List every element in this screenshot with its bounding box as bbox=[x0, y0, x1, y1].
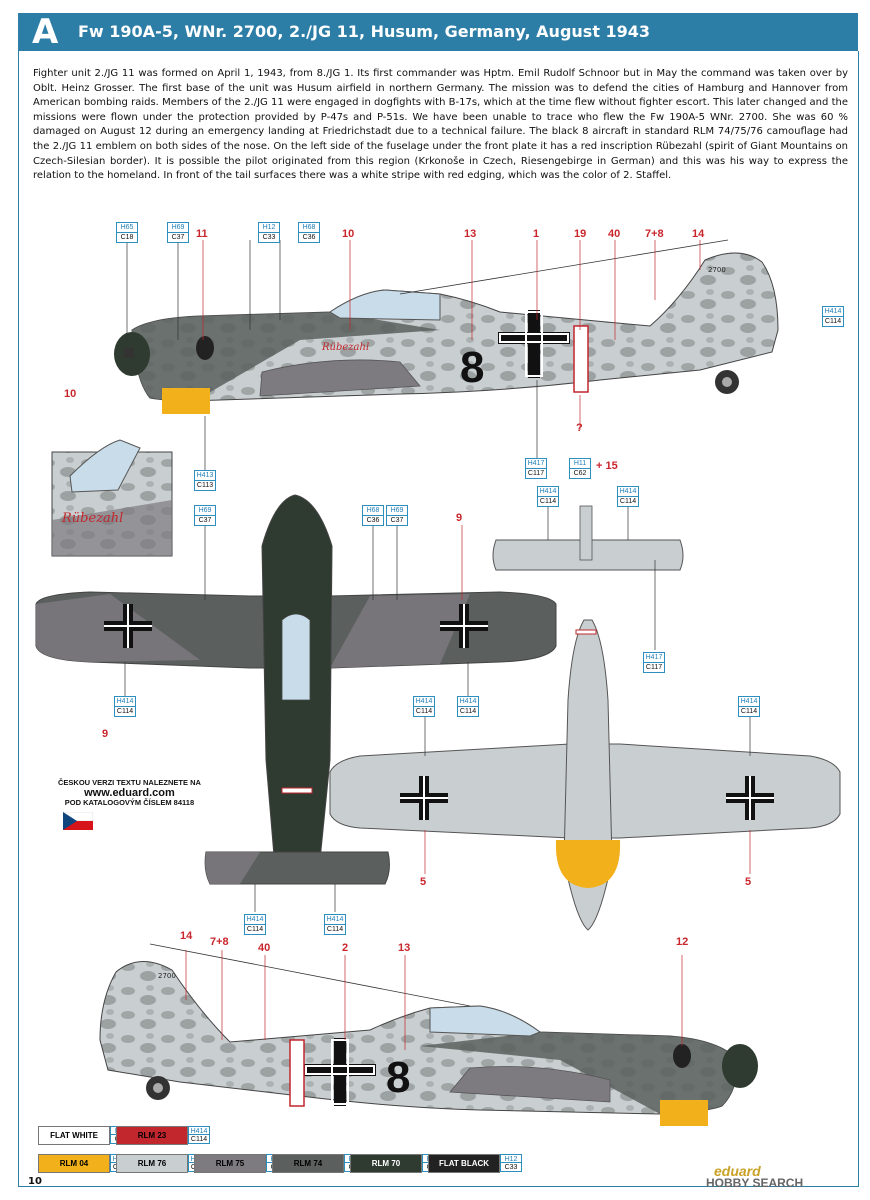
profile-letter: A bbox=[32, 12, 59, 52]
callout-9-left: 9 bbox=[102, 728, 109, 740]
callout-12: 12 bbox=[676, 936, 689, 948]
callout-40-bottom: 40 bbox=[258, 942, 271, 954]
eduard-logo: eduard bbox=[714, 1163, 761, 1179]
callout-1: 1 bbox=[533, 228, 540, 240]
leader-lines bbox=[124, 240, 751, 1050]
callout-5-right: 5 bbox=[745, 876, 752, 888]
fuselage-number-bottom: 8 bbox=[386, 1053, 410, 1102]
callout-question: ? bbox=[576, 422, 583, 434]
czech-note-url[interactable]: www.eduard.com bbox=[84, 787, 175, 799]
profile-title: Fw 190A-5, WNr. 2700, 2./JG 11, Husum, G… bbox=[78, 22, 651, 41]
callout-7-8: 7+8 bbox=[645, 228, 664, 240]
callout-plus-15: + 15 bbox=[596, 460, 618, 472]
callout-5-left: 5 bbox=[420, 876, 427, 888]
fuselage-number-top: 8 bbox=[460, 343, 484, 392]
history-text: Fighter unit 2./JG 11 was formed on Apri… bbox=[33, 68, 848, 182]
czech-flag-icon bbox=[63, 812, 93, 830]
top-view bbox=[35, 494, 557, 885]
page-number: 10 bbox=[28, 1176, 42, 1187]
werknummer-bottom: 2700 bbox=[158, 972, 176, 980]
werknummer-top: 2700 bbox=[708, 266, 726, 274]
callout-14-bottom: 14 bbox=[180, 930, 193, 942]
callout-40: 40 bbox=[608, 228, 621, 240]
inscription-top: Rübezahl bbox=[321, 342, 369, 353]
watermark: HOBBY SEARCH bbox=[706, 1176, 804, 1190]
czech-note: ČESKOU VERZI TEXTU NALEZNETE NA www.edua… bbox=[58, 778, 201, 807]
callout-14: 14 bbox=[692, 228, 705, 240]
profile-header: A Fw 190A-5, WNr. 2700, 2./JG 11, Husum,… bbox=[18, 13, 858, 51]
side-profile-right bbox=[99, 943, 758, 1126]
inscription-inset: Rübezahl bbox=[61, 511, 123, 526]
callout-19: 19 bbox=[574, 228, 587, 240]
callout-2: 2 bbox=[342, 942, 349, 954]
inset-detail bbox=[51, 439, 173, 557]
callout-7-8-bottom: 7+8 bbox=[210, 936, 229, 948]
bottom-view bbox=[329, 505, 841, 931]
page-frame bbox=[18, 51, 859, 1187]
callout-10-inset: 10 bbox=[64, 388, 77, 400]
callout-13-bottom: 13 bbox=[398, 942, 411, 954]
callout-13: 13 bbox=[464, 228, 477, 240]
callout-11: 11 bbox=[196, 228, 208, 240]
callout-10: 10 bbox=[342, 228, 355, 240]
callout-9-top: 9 bbox=[456, 512, 463, 524]
side-profile-left bbox=[114, 239, 779, 414]
